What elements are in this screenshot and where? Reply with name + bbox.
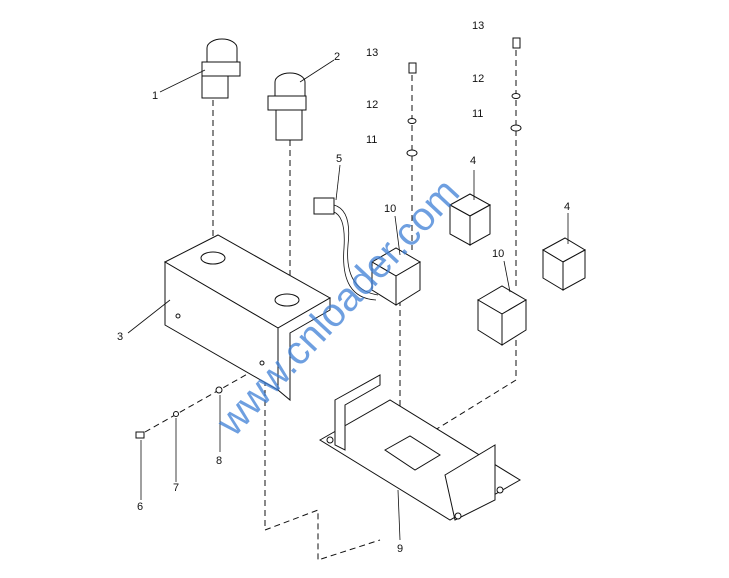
part-5-wire-harness [313, 164, 379, 301]
callout-4b: 4 [564, 201, 570, 213]
callout-8: 8 [216, 455, 222, 467]
parts-6-7-8-hardware [135, 386, 223, 500]
callout-2: 2 [334, 51, 340, 63]
parts-11-12-13-fasteners [406, 37, 522, 157]
part-1-push-button [159, 38, 241, 99]
callout-7: 7 [173, 482, 179, 494]
callout-12b: 12 [472, 73, 484, 85]
callout-4a: 4 [470, 155, 476, 167]
part-4-relay-b [541, 213, 587, 291]
callout-3: 3 [117, 331, 123, 343]
part-4-relay-a [448, 170, 492, 246]
part-9-base-tray [319, 374, 521, 541]
callout-5: 5 [336, 153, 342, 165]
callout-10b: 10 [492, 248, 504, 260]
callout-13a: 13 [366, 47, 378, 59]
part-10-relay-socket-a [371, 215, 421, 306]
part-2-push-button [267, 59, 335, 141]
callout-13b: 13 [472, 20, 484, 32]
callout-9: 9 [397, 543, 403, 555]
callout-10a: 10 [384, 203, 396, 215]
callout-1: 1 [152, 90, 158, 102]
part-10-relay-socket-b [477, 260, 527, 346]
assembly-centerlines [144, 50, 517, 561]
callout-11b: 11 [472, 108, 483, 120]
callout-labels: 1 2 3 4 4 5 6 7 8 9 10 10 11 11 12 12 13… [117, 20, 570, 555]
part-3-mounting-bracket [127, 234, 332, 402]
callout-11a: 11 [366, 134, 377, 146]
callout-12a: 12 [366, 99, 378, 111]
callout-6: 6 [137, 501, 143, 513]
